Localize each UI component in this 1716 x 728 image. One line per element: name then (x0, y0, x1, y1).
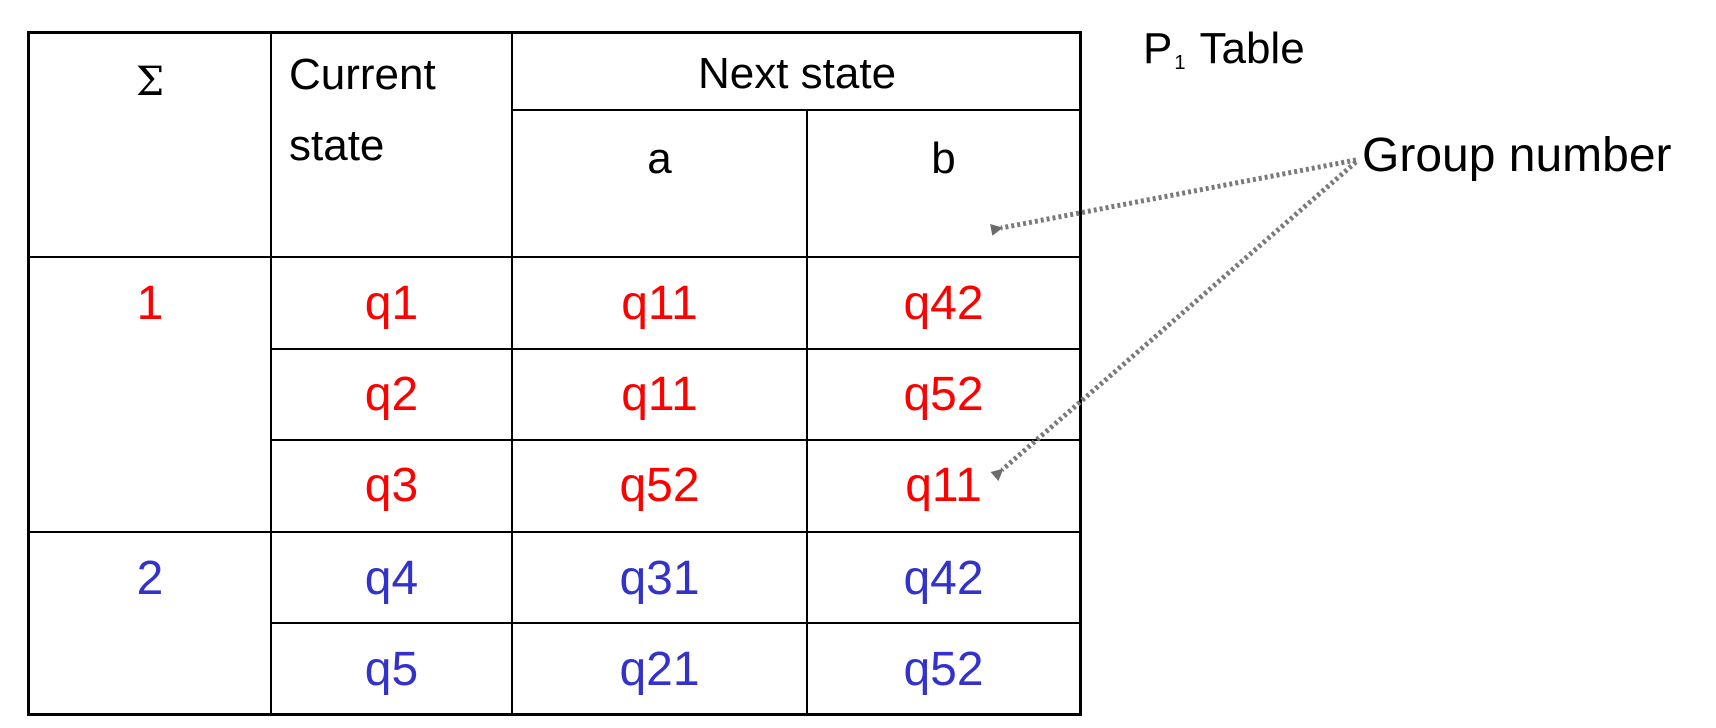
next-state-a-cell: q11 (621, 277, 698, 330)
next-state-a-cell: q11 (621, 368, 698, 421)
next-state-a-cell: q21 (619, 643, 700, 696)
next-state-a-cell: q52 (619, 459, 700, 512)
divider-row4 (270, 622, 1081, 624)
current-state-cell: q5 (364, 643, 419, 696)
title-prefix: P (1143, 24, 1173, 73)
header-next-state: Next state (697, 49, 897, 98)
title-suffix: Table (1199, 24, 1305, 73)
table-border-left (27, 31, 30, 716)
next-state-b-cell: q11 (905, 459, 982, 512)
divider-header (27, 256, 1081, 258)
current-state-cell: q4 (364, 552, 419, 605)
divider-col2 (511, 31, 513, 716)
current-state-cell: q2 (364, 368, 419, 421)
next-state-b-cell: q42 (903, 552, 984, 605)
group-label-2: 2 (136, 552, 164, 605)
header-input-b: b (931, 134, 956, 183)
current-state-cell: q3 (364, 459, 419, 512)
current-state-cell: q1 (364, 277, 419, 330)
divider-next-state (511, 109, 1081, 111)
title-subscript: 1 (1174, 52, 1186, 74)
header-sigma: Σ (135, 59, 165, 105)
group-label-1: 1 (136, 277, 164, 330)
next-state-b-cell: q52 (903, 368, 984, 421)
divider-group (27, 531, 1081, 533)
next-state-b-cell: q52 (903, 643, 984, 696)
divider-col1 (270, 31, 272, 716)
next-state-a-cell: q31 (619, 552, 700, 605)
divider-col3 (806, 110, 808, 716)
table-border-top (27, 31, 1081, 34)
divider-row1 (270, 348, 1081, 350)
table-border-bottom (27, 713, 1081, 716)
header-input-a: a (647, 134, 672, 183)
divider-row2 (270, 439, 1081, 441)
group-number-annotation: Group number (1362, 129, 1672, 182)
header-current-state-line1: Current (289, 50, 436, 99)
header-current-state-line2: state (289, 121, 385, 170)
next-state-b-cell: q42 (903, 277, 984, 330)
table-border-right (1079, 31, 1082, 716)
